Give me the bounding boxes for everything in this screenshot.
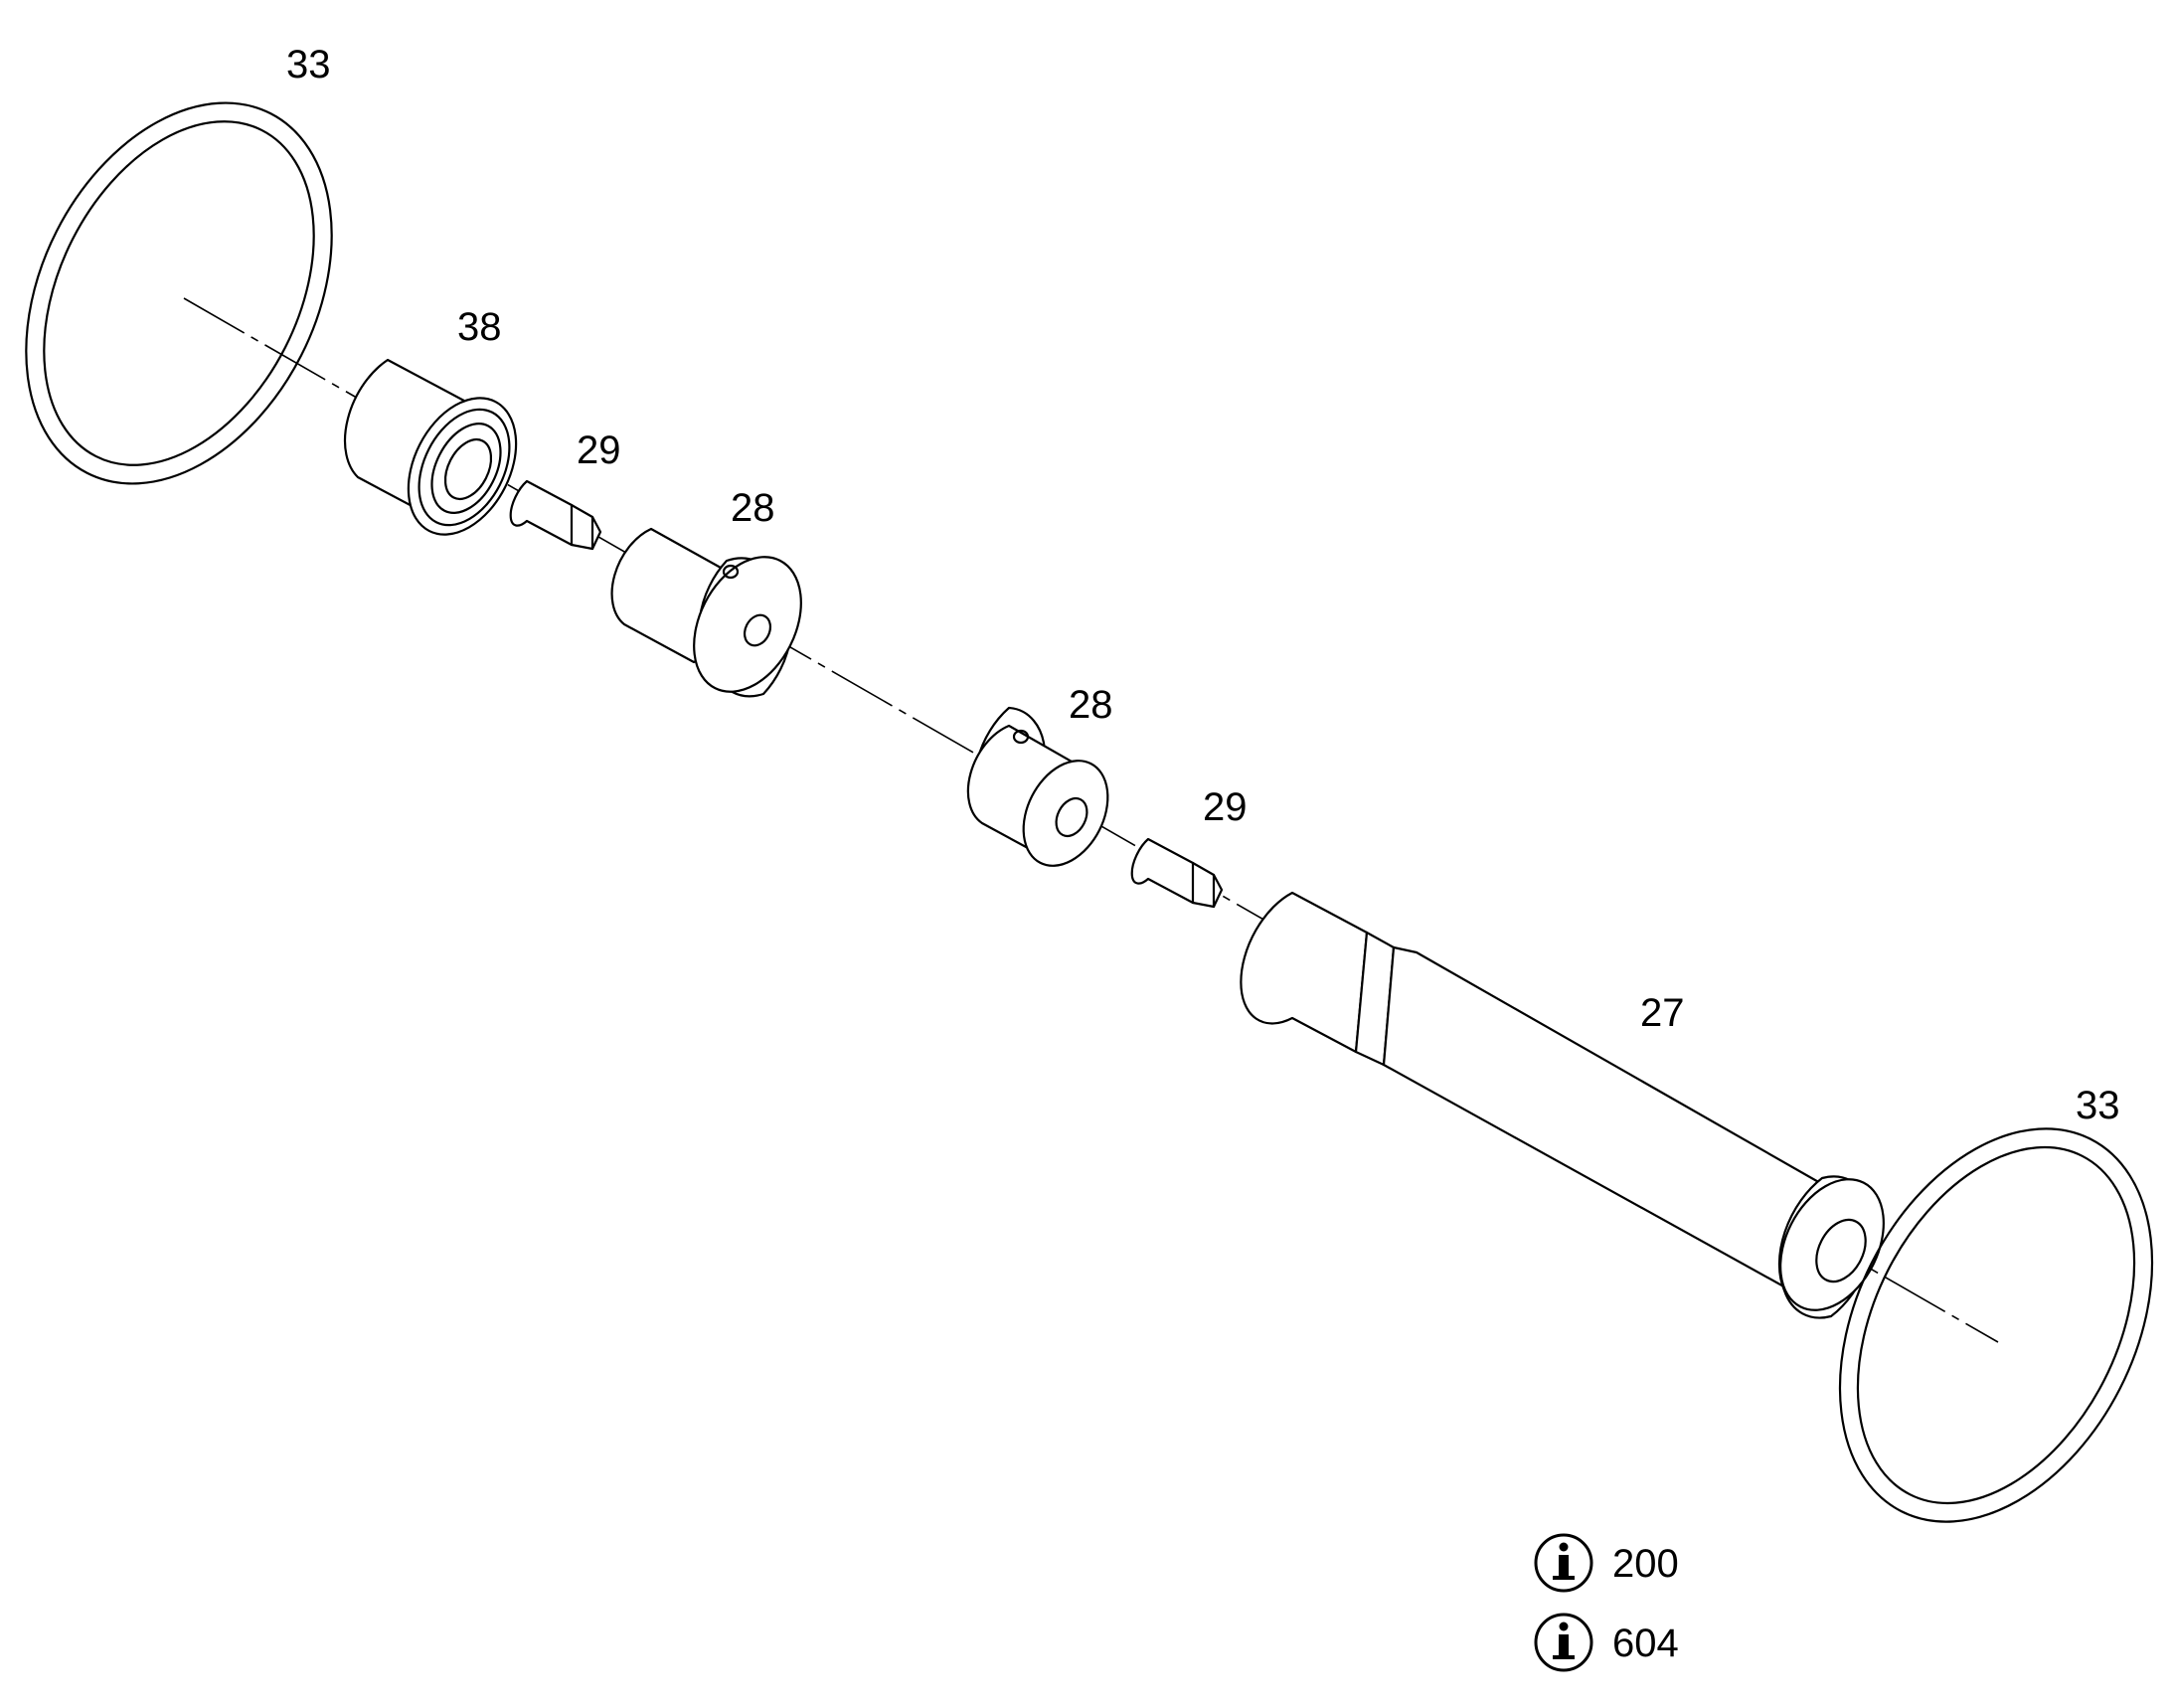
part-label-27: 27: [1640, 991, 1685, 1035]
plug-part-lower[interactable]: 29: [1130, 785, 1248, 909]
part-label-28-upper: 28: [731, 486, 775, 530]
info-ref-number: 200: [1612, 1542, 1679, 1586]
info-icon: [1534, 1613, 1593, 1672]
part-label-38: 38: [457, 305, 502, 349]
plug-part-upper[interactable]: 29: [509, 428, 621, 551]
info-reference-604[interactable]: 604: [1534, 1613, 1679, 1672]
info-reference-200[interactable]: 200: [1534, 1533, 1679, 1593]
o-ring-top[interactable]: 33: [0, 43, 393, 536]
bushing-part-lower[interactable]: 28: [966, 683, 1124, 880]
part-label-29-lower: 29: [1203, 785, 1248, 829]
sleeve-part[interactable]: 38: [343, 305, 538, 553]
part-label-28-lower: 28: [1069, 683, 1113, 727]
o-ring-bottom[interactable]: 33: [1777, 1076, 2173, 1574]
shaft-part[interactable]: 27: [1240, 891, 1904, 1327]
part-label-33-bottom: 33: [2076, 1084, 2120, 1127]
info-ref-number: 604: [1612, 1622, 1679, 1665]
bushing-part-upper[interactable]: 28: [610, 486, 823, 710]
part-label-29-upper: 29: [577, 428, 621, 472]
part-label-33-top: 33: [286, 43, 331, 86]
info-icon: [1534, 1533, 1593, 1593]
